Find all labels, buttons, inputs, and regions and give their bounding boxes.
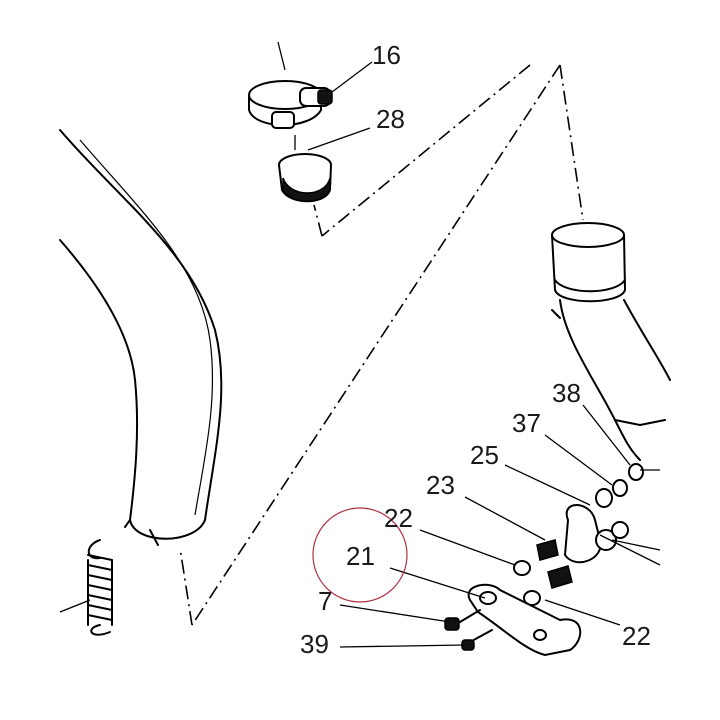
callout-leaders	[339, 404, 631, 648]
callout-16: 16	[372, 40, 401, 70]
spring	[59, 539, 113, 636]
callout-21: 21	[346, 541, 375, 571]
bolts	[444, 609, 493, 651]
callout-7: 7	[318, 586, 332, 616]
callout-39: 39	[300, 629, 329, 659]
knurled-ring	[278, 127, 371, 203]
callout-38: 38	[552, 378, 581, 408]
callout-37: 37	[512, 408, 541, 438]
bracket	[467, 583, 582, 657]
exhaust-pipe-left	[59, 129, 223, 546]
callout-25: 25	[470, 440, 499, 470]
hose-clamp	[248, 41, 373, 129]
callout-28: 28	[376, 104, 405, 134]
highlight-circle	[312, 507, 408, 603]
callout-22-lower: 22	[622, 621, 651, 651]
callout-23: 23	[426, 470, 455, 500]
exhaust-pipe-right	[551, 222, 671, 461]
callout-22-upper: 22	[384, 503, 413, 533]
callout-labels: 16 28 38 37 25 23 22 21 7 22 39	[300, 40, 651, 659]
assembly-dash-lines	[179, 64, 584, 626]
